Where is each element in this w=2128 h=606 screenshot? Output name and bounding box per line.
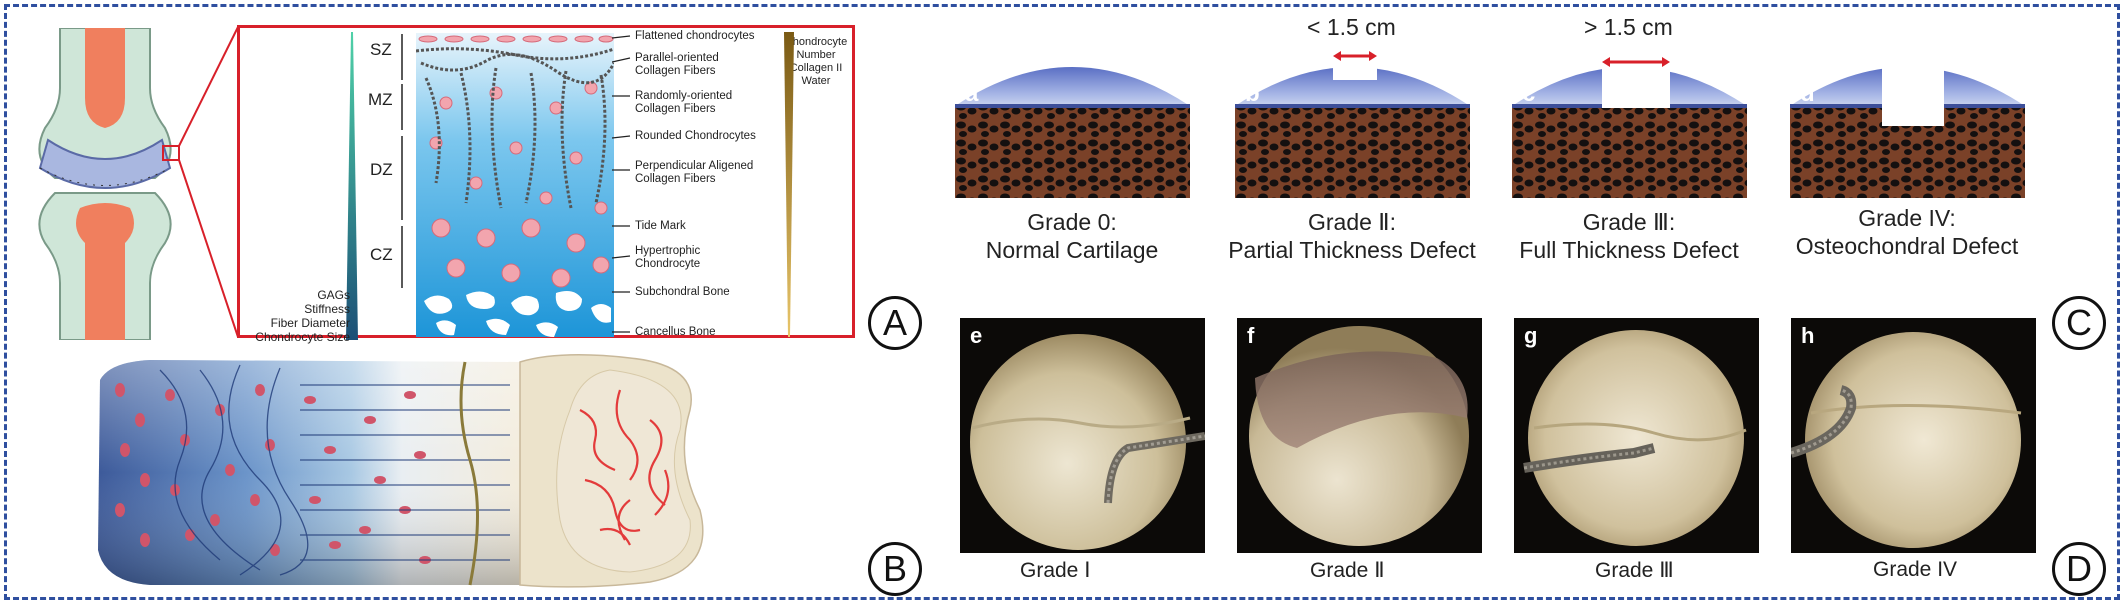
full-defect-size-label: > 1.5 cm bbox=[1584, 14, 1673, 40]
zone-arrows bbox=[401, 34, 403, 288]
photo-letter-g: g bbox=[1524, 323, 1538, 348]
grade-4-caption: Grade IV: Osteochondral Defect bbox=[1757, 204, 2057, 260]
knee-joint-illustration bbox=[38, 28, 180, 340]
zone-sz-label: SZ bbox=[370, 40, 392, 59]
photo-letter-h: h bbox=[1801, 323, 1815, 348]
layer-parallel-fibers: Parallel-oriented Collagen Fibers bbox=[635, 52, 719, 77]
chondrocyte-label: Chondrocyte bbox=[784, 36, 848, 48]
left-gradient-wedge bbox=[346, 32, 358, 340]
layer-random-fibers: Randomly-oriented Collagen Fibers bbox=[635, 90, 733, 115]
grade-2-diagram bbox=[1235, 48, 1470, 198]
photo-caption-g: Grade Ⅲ bbox=[1595, 559, 1674, 582]
panel-label-a: A bbox=[868, 296, 922, 350]
layer-hypertrophic: Hypertrophic Chondrocyte bbox=[635, 245, 701, 270]
grade-2-desc: Partial Thickness Defect bbox=[1228, 237, 1476, 263]
fiber-diameter-label: Fiber Diameter bbox=[270, 316, 350, 330]
collagen-ii-label: Collagen II bbox=[789, 62, 843, 74]
panel-label-d: D bbox=[2052, 542, 2106, 596]
arthroscopy-photo-f bbox=[1237, 318, 1482, 553]
tile-letter-d: d bbox=[1800, 80, 1815, 107]
photo-caption-e: Grade Ⅰ bbox=[1020, 559, 1091, 582]
grade-0-title: Grade 0: bbox=[1027, 209, 1117, 235]
photo-letter-f: f bbox=[1247, 323, 1255, 348]
partial-defect-size-label: < 1.5 cm bbox=[1307, 14, 1396, 40]
grade-3-caption: Grade Ⅲ: Full Thickness Defect bbox=[1479, 208, 1779, 264]
grade-3-title: Grade Ⅲ: bbox=[1582, 209, 1676, 235]
right-gradient-labels: Chondrocyte Number Collagen II Water bbox=[783, 36, 849, 88]
photo-letter-e: e bbox=[970, 323, 983, 348]
stiffness-label: Stiffness bbox=[304, 302, 350, 316]
cartilage-cylinder-illustration bbox=[98, 354, 704, 588]
grade-4-title: Grade IV: bbox=[1858, 205, 1956, 231]
grade-4-diagram bbox=[1790, 48, 2025, 198]
panel-label-b: B bbox=[868, 542, 922, 596]
arthroscopy-photo-h bbox=[1791, 318, 2036, 553]
water-label: Water bbox=[801, 75, 831, 87]
grade-2-caption: Grade Ⅱ: Partial Thickness Defect bbox=[1202, 208, 1502, 264]
layer-subchondral-bone: Subchondral Bone bbox=[635, 286, 730, 298]
tile-letter-a: a bbox=[965, 80, 979, 107]
zone-mz-label: MZ bbox=[368, 90, 393, 109]
layer-flattened-chondrocytes: Flattened chondrocytes bbox=[635, 30, 755, 42]
grade-3-desc: Full Thickness Defect bbox=[1519, 237, 1739, 263]
gags-label: GAGs bbox=[317, 288, 350, 302]
chondrocyte-size-label: Chondrocyte Size bbox=[255, 330, 350, 344]
grade-2-title: Grade Ⅱ: bbox=[1307, 209, 1397, 235]
grade-3-diagram bbox=[1512, 48, 1747, 198]
arthroscopy-photo-e bbox=[960, 318, 1205, 553]
layer-rounded-chondrocytes: Rounded Chondrocytes bbox=[635, 130, 756, 142]
zone-dz-label: DZ bbox=[370, 160, 393, 179]
figure-frame bbox=[4, 4, 2120, 600]
photo-caption-h: Grade IV bbox=[1873, 558, 1958, 581]
layer-label-arrows bbox=[612, 35, 631, 333]
grade-4-desc: Osteochondral Defect bbox=[1795, 233, 2019, 259]
number-label: Number bbox=[796, 49, 836, 61]
photo-caption-f: Grade Ⅱ bbox=[1310, 559, 1385, 582]
grade-0-caption: Grade 0: Normal Cartilage bbox=[922, 208, 1222, 264]
arthroscopy-photo-g bbox=[1514, 318, 1759, 553]
tile-letter-b: b bbox=[1245, 80, 1260, 107]
layer-cancellus-bone: Cancellus Bone bbox=[635, 326, 716, 338]
tile-letter-c: c bbox=[1522, 80, 1536, 107]
grade-0-desc: Normal Cartilage bbox=[985, 237, 1159, 263]
left-gradient-labels: GAGs Stiffness Fiber Diameter Chondrocyt… bbox=[250, 288, 350, 344]
panel-label-c: C bbox=[2052, 296, 2106, 350]
layer-tide-mark: Tide Mark bbox=[635, 220, 686, 232]
zone-cz-label: CZ bbox=[370, 245, 393, 264]
right-gradient-wedge bbox=[784, 32, 794, 337]
grade-0-diagram bbox=[955, 67, 1190, 198]
zoom-callout-lines bbox=[178, 26, 239, 338]
cartilage-cross-section bbox=[416, 33, 614, 337]
layer-perpendicular-fibers: Perpendicular Aligened Collagen Fibers bbox=[635, 160, 754, 185]
